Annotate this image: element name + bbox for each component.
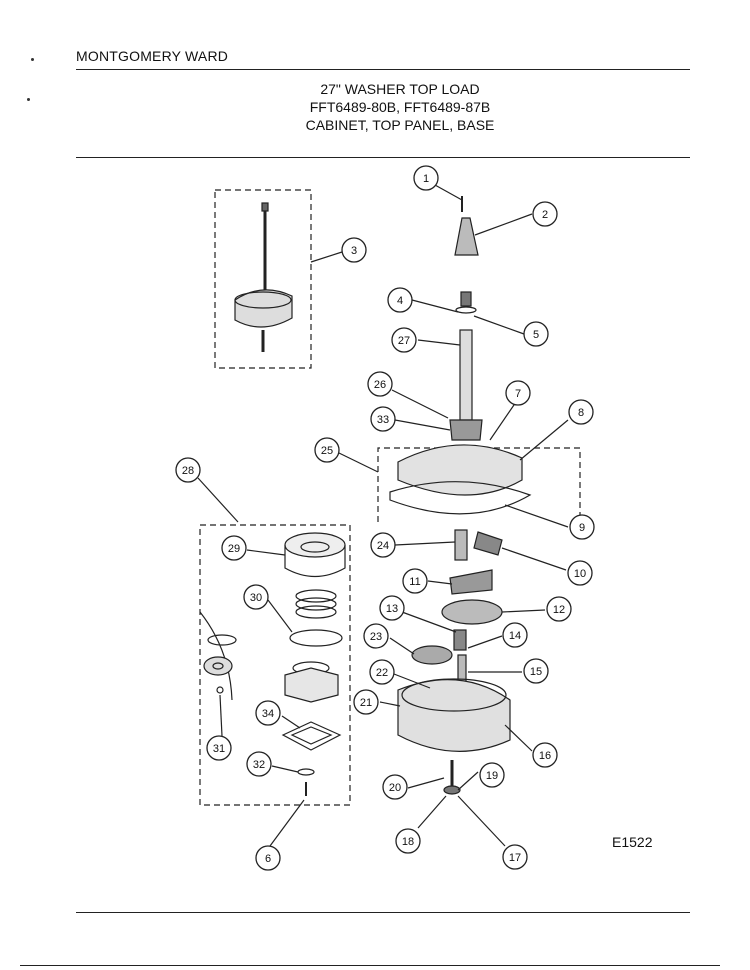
callout-28: 28 bbox=[182, 465, 194, 477]
callout-16-circle bbox=[532, 742, 558, 768]
callout-17-circle bbox=[502, 844, 528, 870]
callout-21-circle bbox=[353, 689, 379, 715]
callout-24-circle bbox=[370, 532, 396, 558]
callout-15: 15 bbox=[530, 666, 542, 678]
callout-3: 3 bbox=[351, 245, 357, 257]
callout-25: 25 bbox=[321, 445, 333, 457]
callout-5: 5 bbox=[533, 329, 539, 341]
callout-25-circle bbox=[314, 437, 340, 463]
callout-19-circle bbox=[479, 762, 505, 788]
callout-17: 17 bbox=[509, 852, 521, 864]
callout-29: 29 bbox=[228, 543, 240, 555]
callout-31: 31 bbox=[213, 743, 225, 755]
callout-14: 14 bbox=[509, 630, 521, 642]
callout-32-circle bbox=[246, 751, 272, 777]
callout-12-circle bbox=[546, 596, 572, 622]
page-edge-rule bbox=[20, 965, 720, 966]
callout-32: 32 bbox=[253, 759, 265, 771]
title-line-2: FFT6489-80B, FFT6489-87B bbox=[309, 99, 491, 115]
callout-4-circle bbox=[387, 287, 413, 313]
callout-13-circle bbox=[379, 595, 405, 621]
callout-24: 24 bbox=[377, 540, 389, 552]
callout-26-circle bbox=[367, 371, 393, 397]
callout-7: 7 bbox=[515, 388, 521, 400]
callout-21: 21 bbox=[360, 697, 372, 709]
callout-27: 27 bbox=[398, 335, 410, 347]
callout-15-circle bbox=[523, 658, 549, 684]
callout-34-circle bbox=[255, 700, 281, 726]
callout-13: 13 bbox=[386, 603, 398, 615]
callout-3-circle bbox=[341, 237, 367, 263]
title-line-1: 27" WASHER TOP LOAD bbox=[320, 81, 480, 97]
title-line-3: CABINET, TOP PANEL, BASE bbox=[305, 117, 495, 133]
callout-26: 26 bbox=[374, 379, 386, 391]
margin-dot-2 bbox=[27, 98, 30, 101]
callout-33: 33 bbox=[377, 414, 389, 426]
callout-10-circle bbox=[567, 560, 593, 586]
callout-6-circle bbox=[255, 845, 281, 871]
callout-9-circle bbox=[569, 514, 595, 540]
title-block: 27" WASHER TOP LOAD FFT6489-80B, FFT6489… bbox=[200, 80, 600, 134]
brand-label: MONTGOMERY WARD bbox=[76, 48, 229, 64]
callout-19: 19 bbox=[486, 770, 498, 782]
callout-1: 1 bbox=[423, 173, 429, 185]
title-rule bbox=[76, 157, 690, 158]
callout-4: 4 bbox=[397, 295, 403, 307]
callout-23: 23 bbox=[370, 631, 382, 643]
part-3-box bbox=[214, 189, 312, 369]
callout-33-circle bbox=[370, 406, 396, 432]
callout-18-circle bbox=[395, 828, 421, 854]
callout-20: 20 bbox=[389, 782, 401, 794]
callout-30: 30 bbox=[250, 592, 262, 604]
part-28-box bbox=[199, 524, 351, 806]
bottom-rule bbox=[76, 912, 690, 913]
callout-30-circle bbox=[243, 584, 269, 610]
callout-31-circle bbox=[206, 735, 232, 761]
callout-5-circle bbox=[523, 321, 549, 347]
callout-8: 8 bbox=[578, 407, 584, 419]
callout-1-circle bbox=[413, 165, 439, 191]
callout-16: 16 bbox=[539, 750, 551, 762]
callout-7-circle bbox=[505, 380, 531, 406]
margin-dot-1 bbox=[31, 58, 34, 61]
callout-9: 9 bbox=[579, 522, 585, 534]
callout-10: 10 bbox=[574, 568, 586, 580]
callout-8-circle bbox=[568, 399, 594, 425]
callout-14-circle bbox=[502, 622, 528, 648]
callout-22: 22 bbox=[376, 667, 388, 679]
callout-34: 34 bbox=[262, 708, 274, 720]
callout-2-circle bbox=[532, 201, 558, 227]
callout-11-circle bbox=[402, 568, 428, 594]
callout-23-circle bbox=[363, 623, 389, 649]
callout-11: 11 bbox=[409, 576, 420, 588]
callout-2: 2 bbox=[542, 209, 548, 221]
callout-18: 18 bbox=[402, 836, 414, 848]
callout-22-circle bbox=[369, 659, 395, 685]
top-rule bbox=[76, 69, 690, 70]
callout-12: 12 bbox=[553, 604, 565, 616]
callout-28-circle bbox=[175, 457, 201, 483]
callout-20-circle bbox=[382, 774, 408, 800]
diagram-code: E1522 bbox=[612, 834, 653, 850]
callout-27-circle bbox=[391, 327, 417, 353]
callout-29-circle bbox=[221, 535, 247, 561]
callout-6: 6 bbox=[265, 853, 271, 865]
